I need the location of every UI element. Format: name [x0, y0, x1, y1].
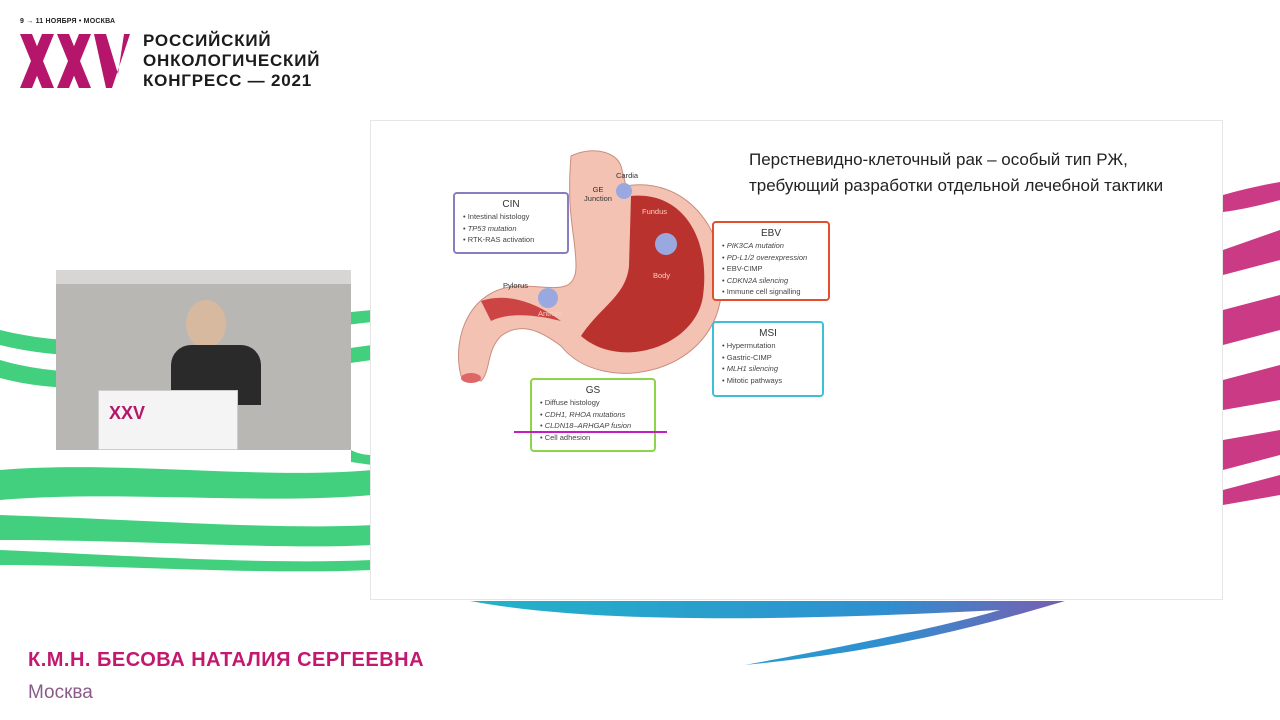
- box-item: CDKN2A silencing: [726, 275, 789, 285]
- anatomy-label: GE Junction: [584, 185, 612, 203]
- msi-box: MSI • Hypermutation • Gastric-CIMP • MLH…: [712, 321, 824, 397]
- box-item: Gastric-CIMP: [726, 352, 772, 362]
- anatomy-label: Pylorus: [503, 281, 529, 290]
- logo-text-line: РОССИЙСКИЙ: [143, 31, 272, 50]
- box-item: EBV-CIMP: [726, 264, 763, 273]
- box-title: EBV: [760, 228, 781, 239]
- box-item: Immune cell signalling: [726, 287, 801, 296]
- anatomy-label: Cardia: [616, 171, 639, 180]
- logo-text-line: КОНГРЕСС — 2021: [143, 71, 313, 90]
- anatomy-label: Body: [653, 271, 671, 280]
- box-item: Mitotic pathways: [726, 375, 783, 385]
- logo-text-line: ОНКОЛОГИЧЕСКИЙ: [143, 51, 321, 70]
- cin-box: CIN • Intestinal histology • TP53 mutati…: [453, 192, 569, 254]
- box-title: CIN: [502, 199, 520, 210]
- gs-box: GS • Diffuse histology • CDH1, RHOA muta…: [530, 378, 656, 452]
- annotation-underline: [514, 431, 667, 433]
- speaker-figure: [186, 300, 226, 348]
- ebv-box: EBV • PIK3CA mutation • PD-L1/2 overexpr…: [712, 221, 830, 301]
- box-item: Cell adhesion: [544, 432, 591, 442]
- stomach-illustration: [458, 150, 723, 383]
- box-title: GS: [585, 385, 601, 396]
- podium: XXV: [98, 390, 238, 450]
- event-dates: 9 → 11 НОЯБРЯ • МОСКВА: [20, 18, 116, 25]
- box-item: Hypermutation: [726, 341, 776, 350]
- box-item: PD-L1/2 overexpression: [726, 252, 808, 262]
- box-item: Intestinal histology: [467, 212, 530, 221]
- box-title: MSI: [759, 328, 777, 339]
- speaker-city: Москва: [28, 682, 93, 703]
- box-item: PIK3CA mutation: [726, 241, 784, 250]
- box-item: MLH1 silencing: [726, 364, 778, 373]
- slide-title: Перстневидно-клеточный рак – особый тип …: [749, 150, 1164, 195]
- box-item: RTK-RAS activation: [467, 235, 535, 244]
- congress-logo-mark: [20, 34, 130, 88]
- speaker-name: К.М.Н. БЕСОВА НАТАЛИЯ СЕРГЕЕВНА: [28, 649, 425, 671]
- box-item: Diffuse histology: [544, 398, 600, 407]
- presentation-slide: Перстневидно-клеточный рак – особый тип …: [370, 120, 1223, 600]
- box-item: TP53 mutation: [467, 223, 517, 233]
- box-item: CLDN18–ARHGAP fusion: [544, 421, 632, 430]
- anatomy-label: Antrum: [538, 309, 563, 318]
- anatomy-label: Fundus: [642, 207, 668, 216]
- speaker-video: XXV: [56, 270, 351, 450]
- box-item: CDH1, RHOA mutations: [544, 409, 626, 419]
